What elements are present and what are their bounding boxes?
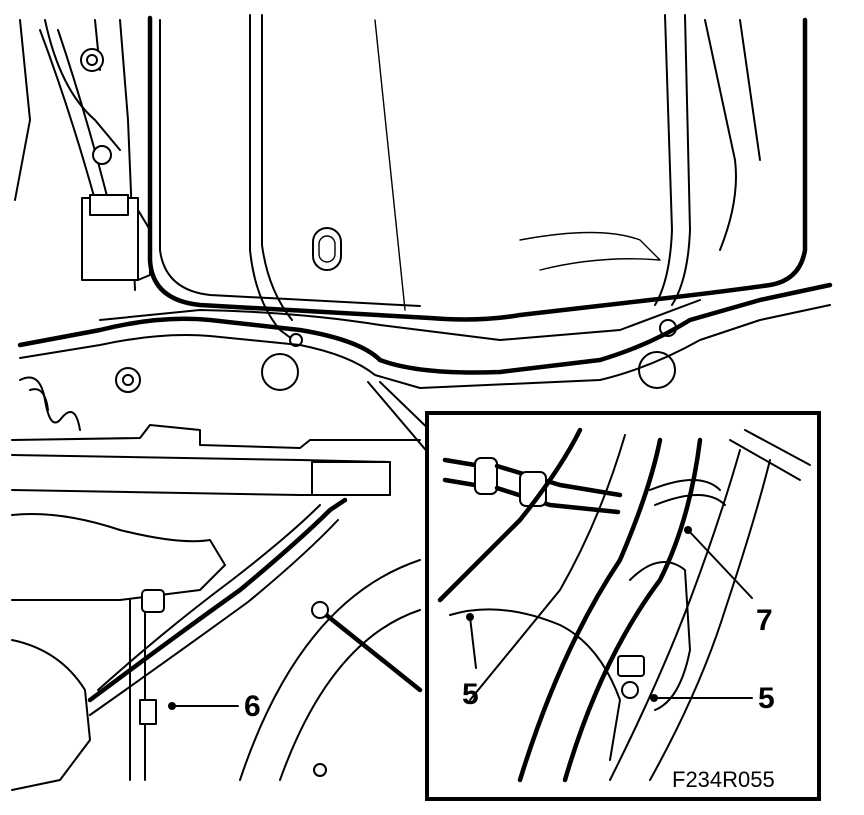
connector-side: [137, 209, 151, 281]
tank-oval-slot: [312, 227, 342, 271]
fuel-tank-inner-edge: [159, 19, 421, 307]
tank-strap-right: [654, 14, 691, 306]
inset-clip: [617, 655, 645, 677]
bolt-lower-left-inner: [122, 374, 134, 386]
vertical-panel: [129, 599, 146, 781]
fuel-line-bundle: [17, 282, 833, 375]
tank-bottom-curve: [519, 231, 661, 271]
lower-panel: [11, 639, 91, 791]
main-view: 6: [11, 14, 833, 791]
inset-hose-left: [442, 457, 478, 488]
fuel-line-bundle-lower: [19, 304, 831, 389]
inset-lower-tube: [629, 561, 691, 711]
detail-inset: 5 5 7 F234R055: [425, 411, 821, 801]
callout-5-left-leader: [469, 616, 477, 669]
clip-6: [139, 699, 157, 725]
inset-hose: [494, 463, 623, 515]
crossmember-detail: [11, 424, 421, 449]
inset-bracket-left-2: [469, 434, 626, 701]
inset-ring: [649, 479, 726, 506]
inset-top-right: [729, 429, 811, 481]
tank-strap-left: [249, 14, 301, 346]
wheel-arc: [239, 559, 421, 781]
brake-pipe-lower: [87, 497, 348, 703]
inset-hose-clamp: [474, 457, 498, 495]
square-hole: [141, 589, 165, 613]
callout-7-label: 7: [756, 604, 773, 637]
tank-strap-right-outer: [704, 19, 761, 251]
connector-top: [89, 194, 129, 216]
inset-bracket-right: [609, 449, 771, 781]
lower-bolt: [313, 763, 327, 777]
bolt-center: [261, 353, 299, 391]
brake-pipe-lower-2: [89, 519, 339, 716]
bolt-mid-left: [92, 145, 112, 165]
callout-7-leader: [687, 529, 753, 599]
inset-bracket-main: [517, 437, 703, 783]
inset-clip-bolt: [621, 681, 639, 699]
suspension-arm: [11, 513, 226, 601]
left-wavy-hose: [19, 376, 81, 431]
callout-5-right-label: 5: [758, 682, 775, 715]
bolt-center-small: [289, 333, 303, 347]
fuel-tank-outline: [147, 15, 808, 322]
callout-6-label: 6: [244, 690, 261, 723]
callout-5-left-label: 5: [462, 678, 479, 711]
lower-rod-end: [311, 601, 329, 619]
fuel-line-bundle-upper: [99, 299, 701, 341]
inset-bracket-left: [437, 427, 583, 603]
left-cable-pair: [39, 29, 109, 201]
lower-rod: [317, 607, 423, 693]
bolt-right: [638, 351, 676, 389]
crossmember-end: [311, 461, 391, 496]
inset-curved-body: [449, 608, 621, 761]
figure-code: F234R055: [672, 767, 775, 792]
tank-oval-slot-inner: [318, 235, 336, 263]
brake-pipe-lower-3: [97, 504, 321, 691]
bolt-upper-left-inner: [86, 54, 98, 66]
callout-6-dot: [168, 702, 176, 710]
callout-7-dot: [684, 526, 692, 534]
tank-seam: [374, 19, 406, 311]
callout-5-left-dot: [466, 613, 474, 621]
callout-5-right-dot: [650, 694, 658, 702]
left-frame-rail: [14, 19, 136, 291]
